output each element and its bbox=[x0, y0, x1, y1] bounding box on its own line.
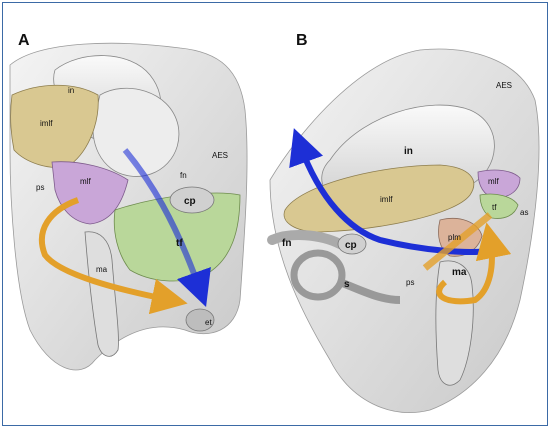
label-fn-b: fn bbox=[282, 238, 291, 249]
label-tf-a: tf bbox=[176, 238, 183, 249]
label-cp-b: cp bbox=[345, 240, 357, 251]
label-as-b: as bbox=[520, 208, 528, 217]
label-in-a: in bbox=[68, 86, 74, 95]
panel-letter-a: A bbox=[18, 32, 30, 49]
label-ma-a: ma bbox=[96, 265, 108, 274]
label-ps-b: ps bbox=[406, 278, 414, 287]
label-s-b: s bbox=[344, 279, 350, 290]
label-et-a: et bbox=[205, 318, 212, 327]
label-cp-a: cp bbox=[184, 196, 196, 207]
label-aes-a: AES bbox=[212, 151, 228, 160]
label-tf-b: tf bbox=[492, 203, 497, 212]
label-mlf-b: mlf bbox=[488, 177, 499, 186]
label-fn-a: fn bbox=[180, 171, 187, 180]
label-imlf-b: imlf bbox=[380, 195, 393, 204]
label-in-b: in bbox=[404, 146, 413, 157]
panel-letter-b: B bbox=[296, 32, 308, 49]
label-plm-b: plm bbox=[448, 233, 461, 242]
label-aes-b: AES bbox=[496, 81, 512, 90]
label-imlf-a: imlf bbox=[40, 119, 53, 128]
panel-a: A in imlf mlf ps fn cp tf ma et AES bbox=[10, 32, 247, 370]
label-ma-b: ma bbox=[452, 267, 467, 278]
panel-b: B in imlf AES mlf tf as fn cp s ps plm m… bbox=[270, 32, 539, 413]
label-mlf-a: mlf bbox=[80, 177, 91, 186]
label-ps-a: ps bbox=[36, 183, 44, 192]
